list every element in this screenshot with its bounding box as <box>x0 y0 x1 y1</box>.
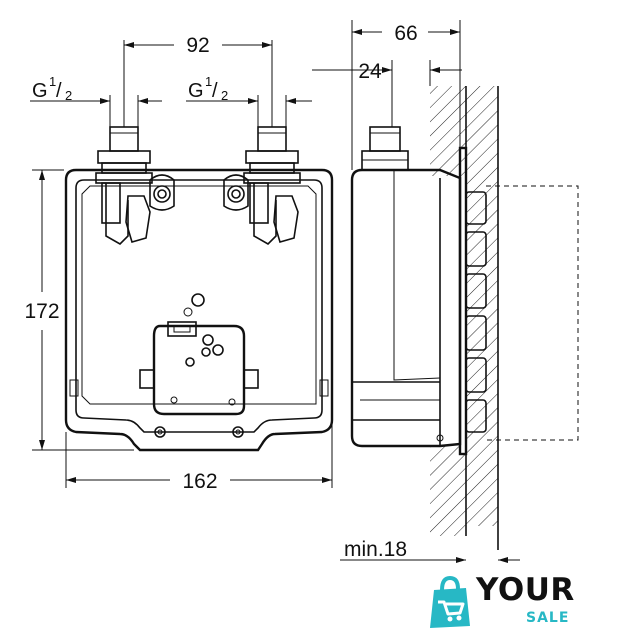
dimension-24-label: 24 <box>358 60 382 83</box>
svg-text:/: / <box>56 80 62 102</box>
svg-text:/: / <box>212 80 218 102</box>
dimension-66-label: 66 <box>394 22 417 45</box>
thread-left-g: G <box>32 80 48 102</box>
dimension-92: 92 <box>124 34 272 57</box>
front-view <box>64 40 334 452</box>
thread-right-den: 2 <box>221 88 228 103</box>
yoursale-logo: YOUR SALE <box>428 570 608 636</box>
front-inner-frame <box>75 179 323 433</box>
dimension-162: 162 <box>65 420 333 493</box>
dimension-24: 24 <box>312 60 462 127</box>
thread-right-num: 1 <box>205 74 212 89</box>
side-view <box>350 86 579 550</box>
dimension-66: 66 <box>351 20 461 170</box>
thread-right-g: G <box>188 80 204 102</box>
dimension-min18: min.18 <box>340 538 520 563</box>
side-ribs <box>465 191 487 433</box>
dimension-92-label: 92 <box>186 34 209 57</box>
small-fitting <box>191 293 205 307</box>
thread-left-den: 2 <box>65 88 72 103</box>
electronics-module <box>139 321 259 416</box>
dimension-172-label: 172 <box>24 300 59 323</box>
left-connection <box>95 126 175 245</box>
thread-left-num: 1 <box>49 74 56 89</box>
side-housing <box>350 168 462 448</box>
thread-left: G 1 / 2 <box>30 74 162 127</box>
front-inner-rim <box>81 185 317 405</box>
thread-right: G 1 / 2 <box>186 74 312 127</box>
right-connection <box>223 126 301 245</box>
logo-sub: SALE <box>526 610 570 626</box>
front-housing-outline <box>64 168 334 452</box>
dimension-162-label: 162 <box>182 470 217 493</box>
dimension-min18-label: min.18 <box>344 538 407 561</box>
dimension-172: 172 <box>24 169 134 451</box>
logo-word: YOUR <box>476 572 575 608</box>
shopping-bag-icon <box>430 575 470 628</box>
